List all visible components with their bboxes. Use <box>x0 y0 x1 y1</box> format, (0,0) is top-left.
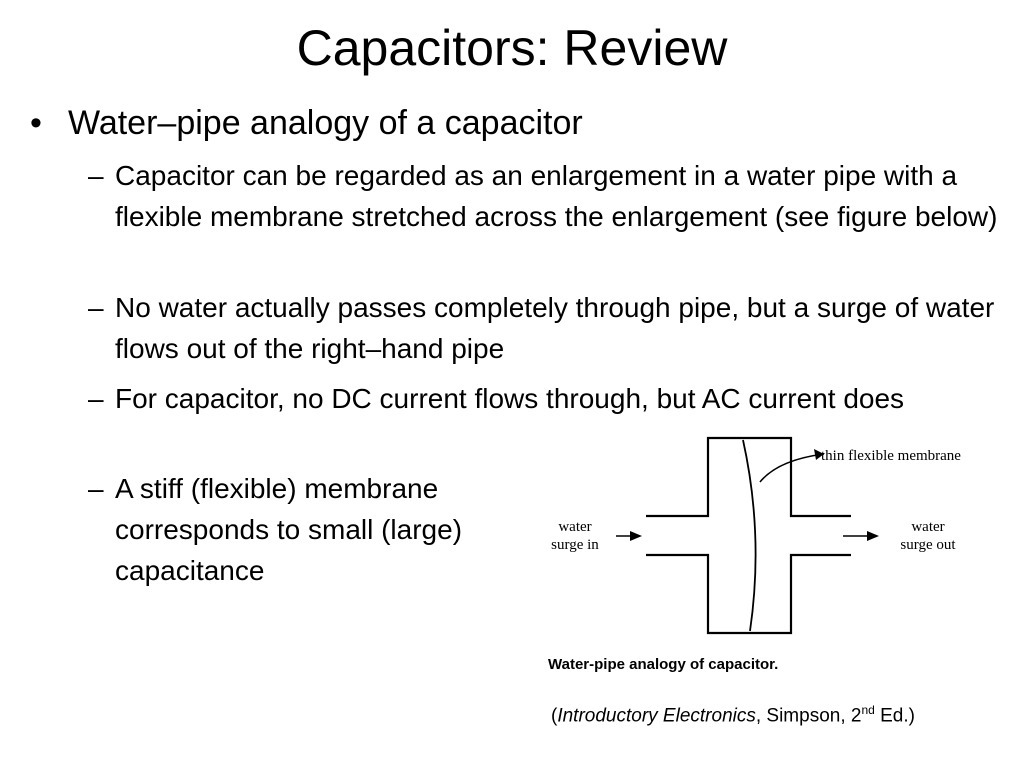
water-pipe-diagram <box>616 436 879 635</box>
surge-in-label: water surge in <box>551 519 599 553</box>
slide-title: Capacitors: Review <box>296 20 728 76</box>
sub-bullet-text: For capacitor, no DC current flows throu… <box>115 383 905 414</box>
dash-marker: – <box>88 292 104 323</box>
sub-bullet-text: No water actually passes completely thro… <box>115 292 995 364</box>
sub-bullet-text: A stiff (flexible) membrane corresponds … <box>115 473 463 586</box>
sub-bullet-1: – Capacitor can be regarded as an enlarg… <box>88 155 998 237</box>
main-bullet: • Water–pipe analogy of a capacitor <box>30 100 583 146</box>
bullet-marker: • <box>30 104 42 142</box>
sub-bullet-3: – For capacitor, no DC current flows thr… <box>88 378 998 419</box>
pipe-outline-bottom <box>646 553 851 635</box>
dash-marker: – <box>88 473 104 504</box>
sub-bullet-4: – A stiff (flexible) membrane correspond… <box>88 468 538 591</box>
dash-marker: – <box>88 383 104 414</box>
sub-bullet-2: – No water actually passes completely th… <box>88 287 998 369</box>
arrow-in-head <box>630 531 642 541</box>
dash-marker: – <box>88 160 104 191</box>
membrane-label: thin flexible membrane <box>821 448 961 464</box>
pipe-outline-top <box>646 436 851 518</box>
citation: (Introductory Electronics, Simpson, 2nd … <box>551 703 915 727</box>
membrane-pointer-head <box>814 449 824 460</box>
surge-out-label: water surge out <box>900 519 956 553</box>
citation-book-title: Introductory Electronics <box>557 705 756 727</box>
arrow-out-head <box>867 531 879 541</box>
membrane <box>742 439 757 632</box>
main-bullet-text: Water–pipe analogy of a capacitor <box>68 104 583 142</box>
sub-bullet-text: Capacitor can be regarded as an enlargem… <box>115 160 998 232</box>
water-pipe-figure: thin flexible membrane water surge in wa… <box>538 430 1008 680</box>
figure-caption: Water-pipe analogy of capacitor. <box>548 656 779 673</box>
